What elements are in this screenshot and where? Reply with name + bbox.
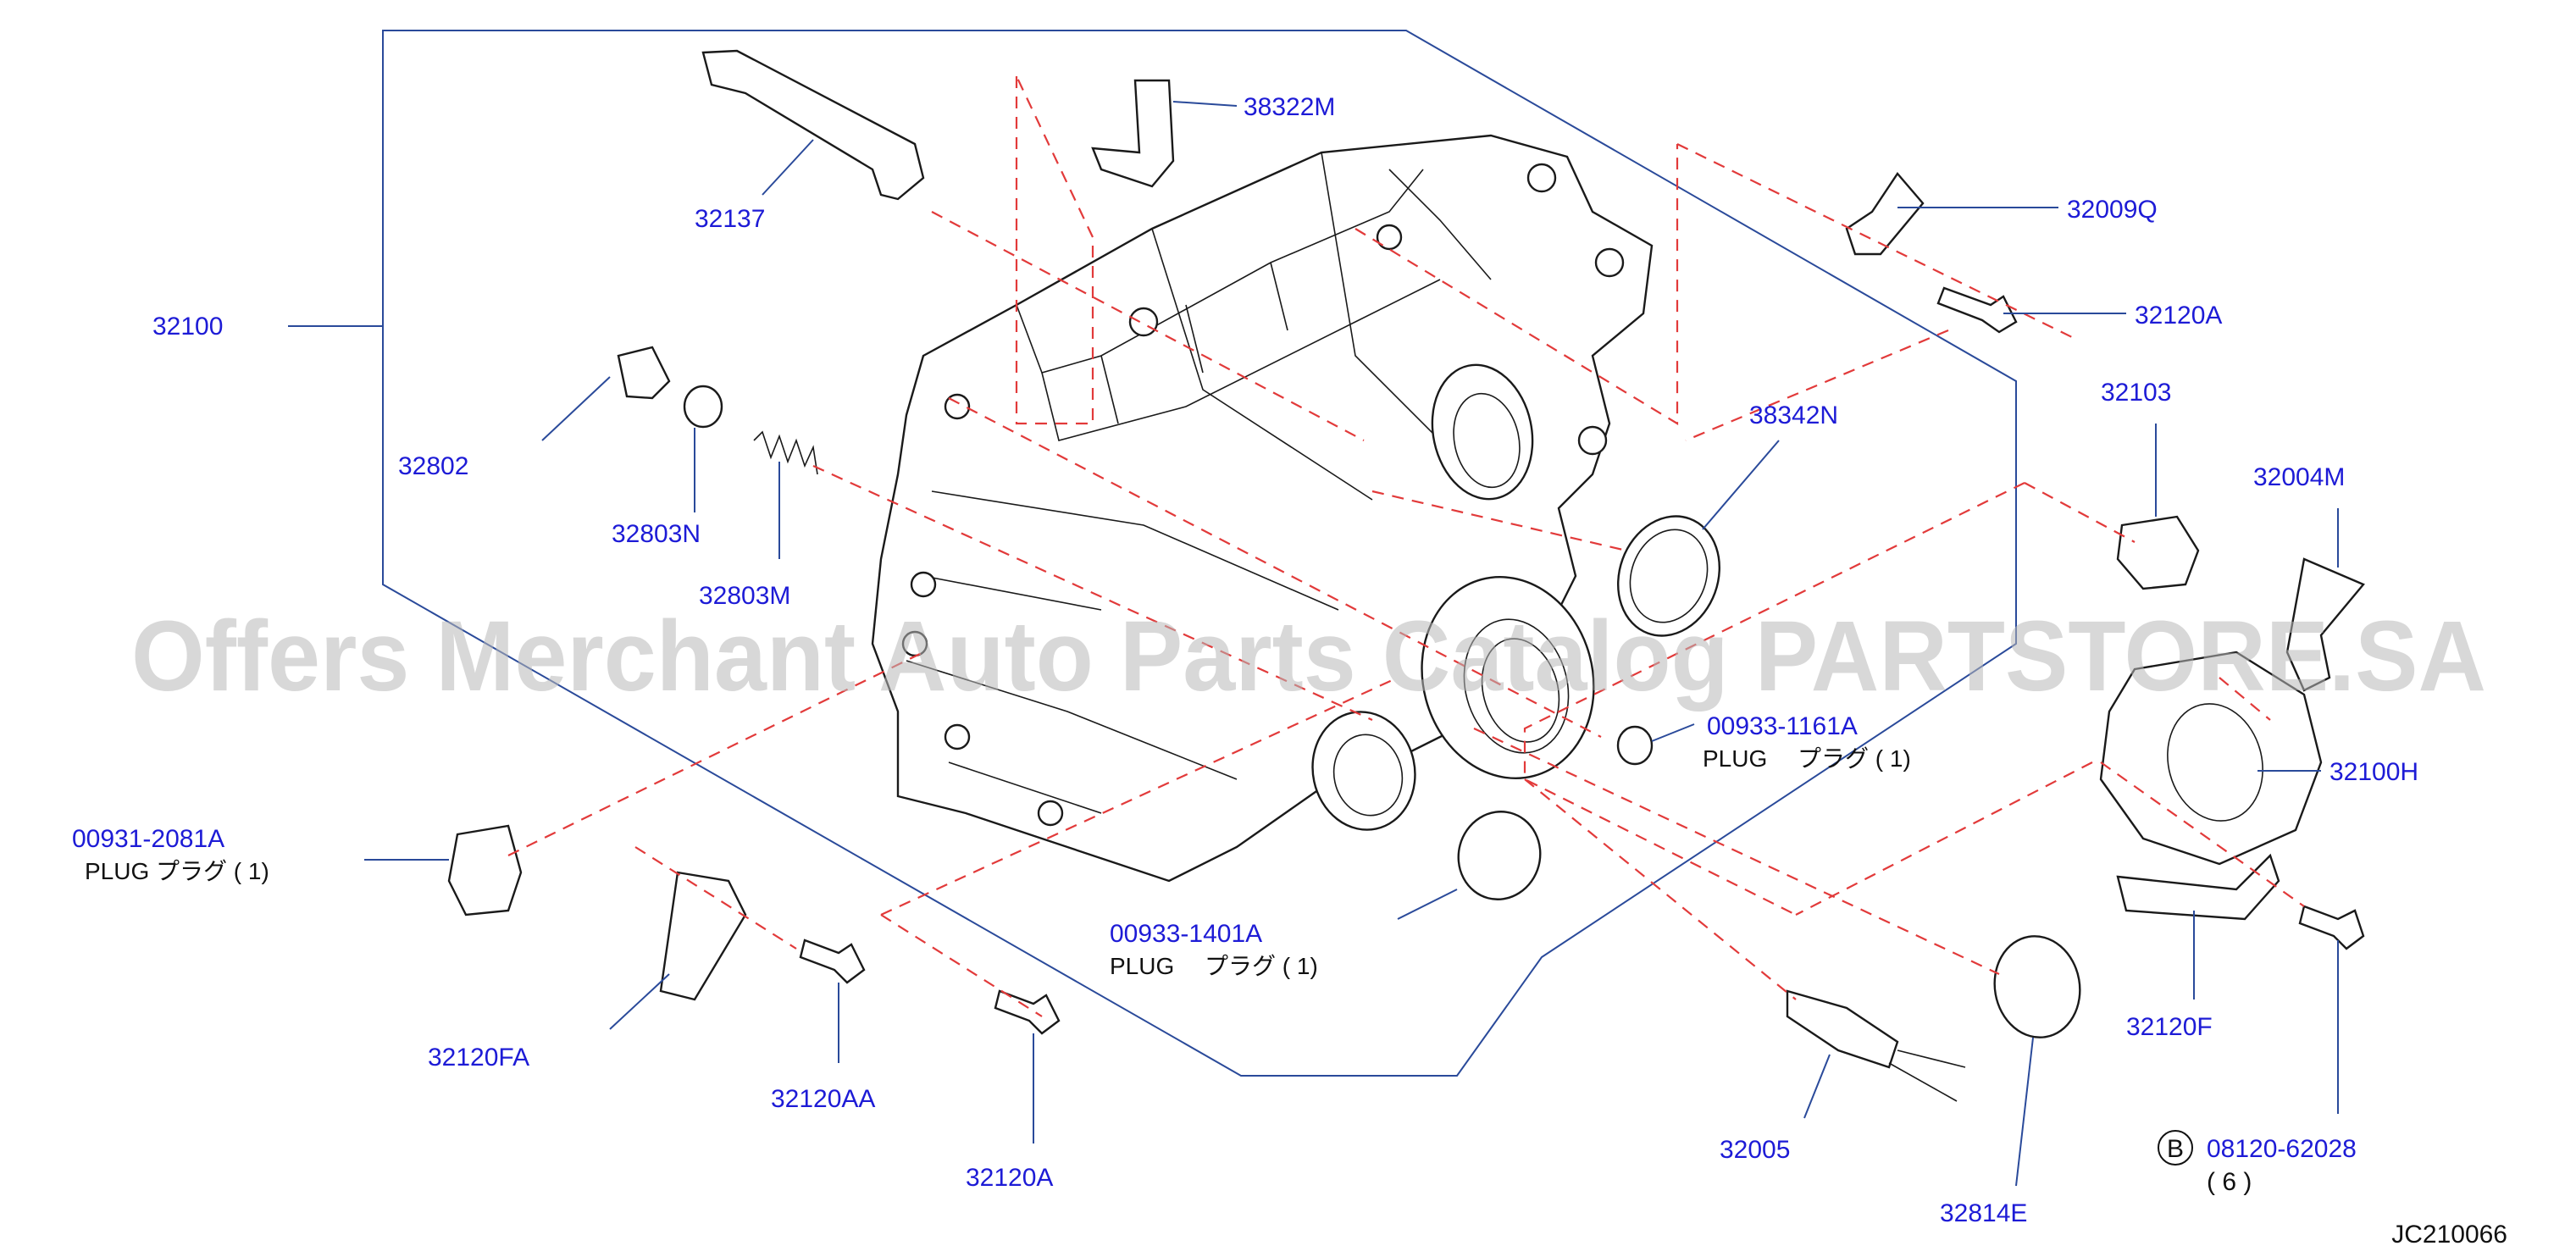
label-32120FA[interactable]: 32120FA xyxy=(428,1044,529,1071)
breather-38322M-drawing xyxy=(1091,79,1175,188)
ring-32803N-drawing xyxy=(683,385,723,429)
plug-00931-2081A-drawing xyxy=(447,824,523,916)
bracket-32004M-drawing xyxy=(2285,557,2365,692)
assembly-boundary xyxy=(382,30,2017,1077)
label-00931-2081A[interactable]: 00931-2081A xyxy=(72,825,224,853)
label-32100[interactable]: 32100 xyxy=(152,313,223,341)
label-32137[interactable]: 32137 xyxy=(695,205,765,233)
label-38342N[interactable]: 38342N xyxy=(1749,401,1838,429)
label-32120AA[interactable]: 32120AA xyxy=(771,1085,875,1113)
watermark-text: Offers Merchant Auto Parts Catalog PARTS… xyxy=(131,601,2486,712)
label-32803N[interactable]: 32803N xyxy=(612,520,701,548)
label-32009Q[interactable]: 32009Q xyxy=(2067,196,2158,224)
cover-32100H-drawing xyxy=(2099,651,2323,866)
label-32120F[interactable]: 32120F xyxy=(2126,1013,2213,1041)
plug-note-00933-1161A: PLUG プラグ ( 1) xyxy=(1703,745,1911,772)
bolt-marker-circle xyxy=(2158,1130,2193,1166)
label-00933-1401A[interactable]: 00933-1401A xyxy=(1110,920,1262,948)
label-32814E[interactable]: 32814E xyxy=(1940,1199,2027,1227)
alignment-lines xyxy=(507,75,2305,1017)
label-32100H[interactable]: 32100H xyxy=(2329,758,2418,786)
label-32120A-top[interactable]: 32120A xyxy=(2135,302,2222,329)
label-32005[interactable]: 32005 xyxy=(1720,1136,1790,1164)
plug-00933-1401A-drawing xyxy=(1457,811,1542,900)
label-38322M[interactable]: 38322M xyxy=(1244,93,1335,121)
plug-note-00933-1401A: PLUG プラグ ( 1) xyxy=(1110,953,1318,979)
spring-32803M-drawing xyxy=(753,430,818,475)
bracket-32009Q-drawing xyxy=(1845,172,1925,256)
diagram-id: JC210066 xyxy=(2391,1221,2507,1249)
label-32103[interactable]: 32103 xyxy=(2101,379,2171,407)
label-00933-1161A[interactable]: 00933-1161A xyxy=(1707,712,1858,740)
leader-lines xyxy=(288,101,2339,1187)
label-32803M[interactable]: 32803M xyxy=(699,582,790,610)
plug-00933-1161A-drawing xyxy=(1616,725,1654,766)
transaxle-case-drawing xyxy=(871,134,1654,883)
plug-note-00931-2081A: PLUG プラグ ( 1) xyxy=(85,858,269,884)
shim-32814E-drawing xyxy=(1993,935,2081,1038)
bracket-32137-drawing xyxy=(701,49,925,201)
label-32120A-bottom[interactable]: 32120A xyxy=(966,1164,1053,1192)
bolt-32120A-bottom-drawing xyxy=(994,989,1061,1035)
label-08120-62028[interactable]: 08120-62028 xyxy=(2207,1135,2357,1163)
bolt-08120-62028-drawing xyxy=(2298,905,2365,950)
bracket-32120FA-drawing xyxy=(659,871,747,1001)
bolt-32120A-top-drawing xyxy=(1936,286,2018,334)
cap-32802-drawing xyxy=(617,346,671,400)
plug-32103-drawing xyxy=(2116,515,2200,590)
bracket-32120F-drawing xyxy=(2116,853,2280,921)
bolt-marker-letter: B xyxy=(2167,1135,2184,1163)
switch-32005-drawing xyxy=(1786,989,1899,1069)
label-32004M[interactable]: 32004M xyxy=(2253,463,2345,491)
bolt-quantity: ( 6 ) xyxy=(2207,1168,2252,1196)
label-32802[interactable]: 32802 xyxy=(398,452,468,480)
bolt-32120AA-drawing xyxy=(799,939,866,984)
